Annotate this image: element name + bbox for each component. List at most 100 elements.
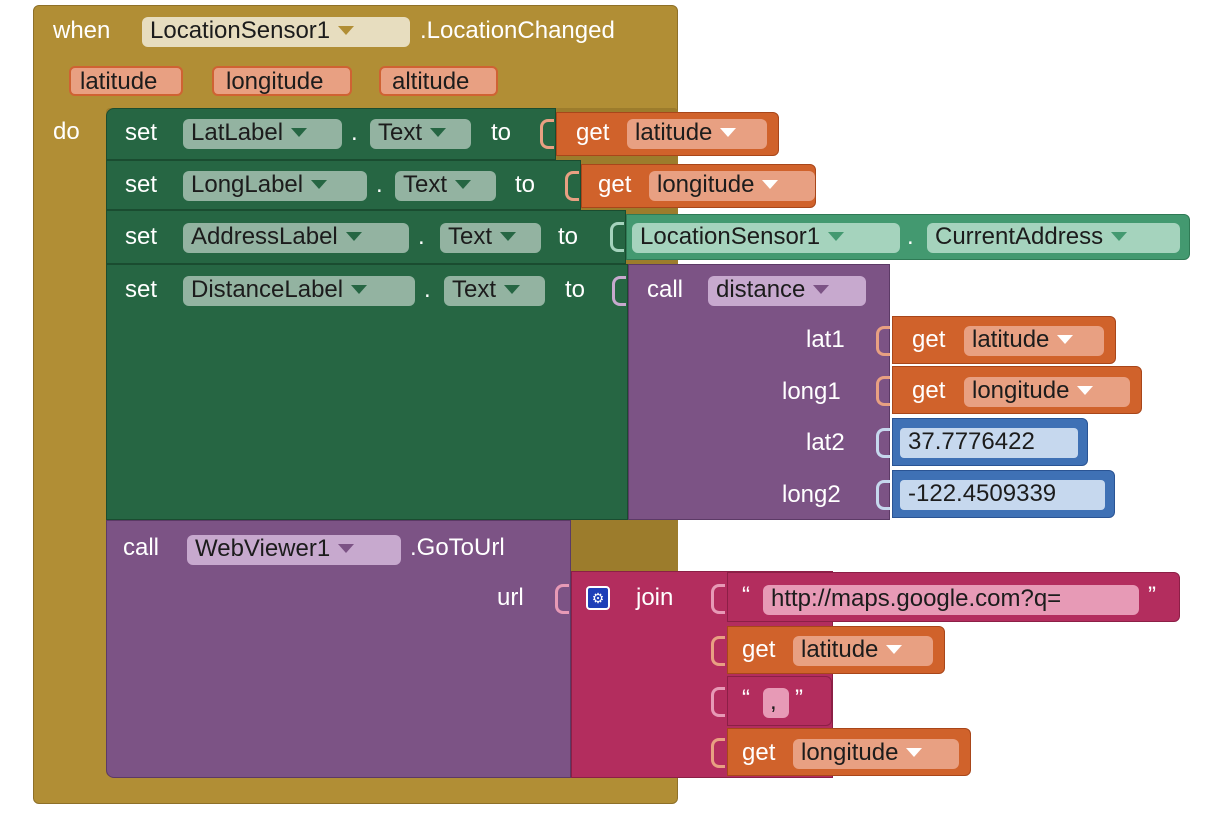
socket-notch (555, 584, 569, 614)
arg-lat1-label: lat1 (806, 326, 845, 353)
get-keyword: get (742, 739, 776, 766)
call-keyword: call (123, 534, 160, 561)
chevron-down-icon (338, 26, 355, 36)
address-source-component-dropdown[interactable]: LocationSensor1 (632, 223, 900, 253)
gear-icon[interactable]: ⚙ (586, 586, 610, 610)
latlabel-property-label: Text (378, 119, 423, 146)
procedure-label: distance (716, 276, 806, 303)
distancelabel-property-dropdown[interactable]: Text (444, 276, 545, 306)
long1-var-dropdown[interactable]: longitude (964, 377, 1130, 407)
url-text-field[interactable]: http://maps.google.com?q= (763, 585, 1139, 615)
method-name: .GoToUrl (410, 534, 505, 561)
arg-long1-label: long1 (782, 378, 841, 405)
lat2-number-field[interactable]: 37.7776422 (900, 428, 1078, 458)
call-distance-block[interactable] (628, 264, 890, 520)
get-longitude-label: longitude (657, 171, 755, 198)
close-quote: ” (1148, 582, 1156, 609)
to-keyword: to (491, 119, 512, 146)
longlabel-component-dropdown[interactable]: LongLabel (183, 171, 367, 201)
dot-separator: . (351, 119, 358, 146)
join-latitude-dropdown[interactable]: latitude (793, 636, 933, 666)
address-source-property-label: CurrentAddress (935, 223, 1104, 250)
param-altitude[interactable]: altitude (379, 66, 498, 96)
chevron-down-icon (351, 285, 368, 295)
dot-separator: . (907, 223, 914, 250)
call-keyword: call (647, 276, 684, 303)
chevron-down-icon (886, 645, 903, 655)
socket-notch (876, 428, 890, 458)
join-longitude-label: longitude (801, 739, 899, 766)
to-keyword: to (515, 171, 536, 198)
arg-url-label: url (497, 584, 524, 611)
set-keyword: set (125, 171, 158, 198)
open-quote: “ (742, 582, 750, 609)
dot-separator: . (424, 276, 431, 303)
chevron-down-icon (311, 180, 328, 190)
address-source-property-dropdown[interactable]: CurrentAddress (927, 223, 1180, 253)
param-longitude[interactable]: longitude (212, 66, 352, 96)
latlabel-component-label: LatLabel (191, 119, 284, 146)
get-keyword: get (576, 119, 610, 146)
dot-separator: . (418, 223, 425, 250)
set-keyword: set (125, 119, 158, 146)
chevron-down-icon (1077, 386, 1094, 396)
get-longitude-dropdown[interactable]: longitude (649, 171, 815, 201)
chevron-down-icon (455, 180, 472, 190)
socket-notch (565, 171, 579, 201)
close-quote: ” (795, 685, 803, 712)
event-name: .LocationChanged (420, 17, 615, 44)
join-longitude-dropdown[interactable]: longitude (793, 739, 959, 769)
set-keyword: set (125, 223, 158, 250)
addresslabel-component-dropdown[interactable]: AddressLabel (183, 223, 409, 253)
latlabel-property-dropdown[interactable]: Text (370, 119, 471, 149)
chevron-down-icon (500, 232, 517, 242)
arg-long2-label: long2 (782, 481, 841, 508)
long1-var-label: longitude (972, 377, 1070, 404)
addresslabel-component-label: AddressLabel (191, 223, 338, 250)
distancelabel-component-dropdown[interactable]: DistanceLabel (183, 276, 415, 306)
addresslabel-property-label: Text (448, 223, 493, 250)
webviewer-component-dropdown[interactable]: WebViewer1 (187, 535, 401, 565)
get-keyword: get (912, 326, 946, 353)
chevron-down-icon (762, 180, 779, 190)
chevron-down-icon (1057, 335, 1074, 345)
chevron-down-icon (906, 748, 923, 758)
socket-notch (612, 276, 626, 306)
chevron-down-icon (291, 128, 308, 138)
chevron-down-icon (504, 285, 521, 295)
get-latitude-dropdown[interactable]: latitude (627, 119, 767, 149)
long2-number-field[interactable]: -122.4509339 (900, 480, 1105, 510)
longlabel-property-label: Text (403, 171, 448, 198)
get-latitude-label: latitude (635, 119, 713, 146)
latlabel-component-dropdown[interactable]: LatLabel (183, 119, 342, 149)
open-quote: “ (742, 685, 750, 712)
lat1-var-dropdown[interactable]: latitude (964, 326, 1104, 356)
longlabel-component-label: LongLabel (191, 171, 304, 198)
lat1-var-label: latitude (972, 326, 1050, 353)
chevron-down-icon (430, 128, 447, 138)
to-keyword: to (565, 276, 586, 303)
address-source-component-label: LocationSensor1 (640, 223, 821, 250)
procedure-dropdown[interactable]: distance (708, 276, 866, 306)
arg-lat2-label: lat2 (806, 429, 845, 456)
socket-notch (711, 738, 725, 768)
socket-notch (876, 480, 890, 510)
addresslabel-property-dropdown[interactable]: Text (440, 223, 541, 253)
join-keyword: join (636, 584, 674, 611)
distancelabel-component-label: DistanceLabel (191, 276, 344, 303)
longlabel-property-dropdown[interactable]: Text (395, 171, 496, 201)
event-component-dropdown[interactable]: LocationSensor1 (142, 17, 410, 47)
event-component-label: LocationSensor1 (150, 17, 331, 44)
when-keyword: when (53, 17, 111, 44)
set-distancelabel-block[interactable] (106, 264, 628, 520)
do-keyword: do (53, 118, 80, 145)
dot-separator: . (376, 171, 383, 198)
get-keyword: get (742, 636, 776, 663)
socket-notch (711, 636, 725, 666)
param-latitude[interactable]: latitude (69, 66, 183, 96)
distancelabel-property-label: Text (452, 276, 497, 303)
socket-notch (876, 326, 890, 356)
chevron-down-icon (828, 232, 845, 242)
chevron-down-icon (813, 285, 830, 295)
comma-text-field[interactable]: , (763, 688, 789, 718)
